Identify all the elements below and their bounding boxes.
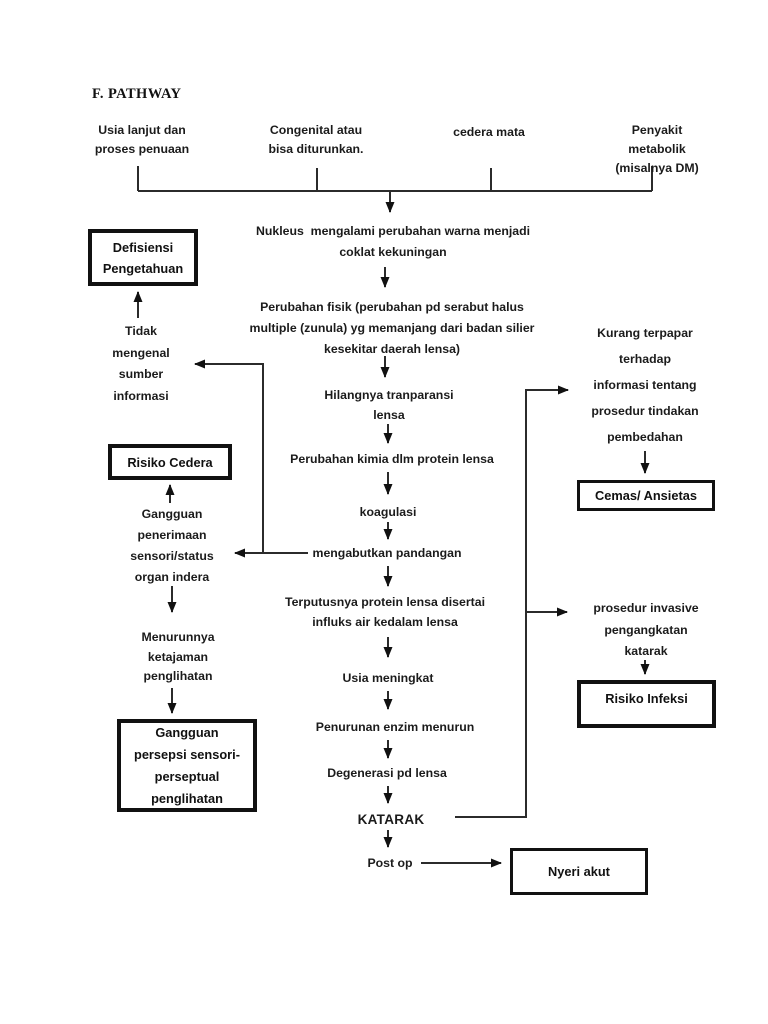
process-katarak: KATARAK: [357, 812, 425, 827]
causes-bracket-connector: [137, 166, 653, 213]
left-gangguan-penerimaan: Gangguan penerimaan sensori/status organ…: [130, 507, 214, 584]
cause-penyakit-metabolik: Penyakit metabolik (misalnya DM): [615, 123, 699, 175]
process-nukleus: Nukleus mengalami perubahan warna menjad…: [255, 224, 531, 259]
process-penurunan-enzim: Penurunan enzim menurun: [315, 720, 475, 734]
process-perubahan-fisik: Perubahan fisik (perubahan pd serabut ha…: [249, 300, 535, 356]
box-risiko-infeksi: Risiko Infeksi: [577, 680, 716, 728]
right-prosedur-invasive: prosedur invasive pengangkatan katarak: [593, 601, 699, 658]
box-cemas-ansietas-label: Cemas/ Ansietas: [595, 488, 697, 503]
cause-congenital: Congenital atau bisa diturunkan.: [268, 123, 364, 156]
box-defisiensi-pengetahuan: Defisiensi Pengetahuan: [88, 229, 198, 286]
box-cemas-ansietas: Cemas/ Ansietas: [577, 480, 715, 511]
process-usia-meningkat: Usia meningkat: [342, 671, 434, 685]
right-kurang-terpapar: Kurang terpapar terhadap informasi tenta…: [591, 326, 699, 444]
process-post-op: Post op: [367, 856, 413, 870]
process-perubahan-kimia: Perubahan kimia dlm protein lensa: [290, 452, 494, 466]
process-terputusnya-protein: Terputusnya protein lensa disertai influ…: [285, 595, 485, 629]
process-mengabutkan-pandangan: mengabutkan pandangan: [312, 546, 462, 560]
process-degenerasi: Degenerasi pd lensa: [327, 766, 447, 780]
box-gangguan-persepsi: Gangguan persepsi sensori- perseptual pe…: [117, 719, 257, 812]
box-gangguan-persepsi-label: Gangguan persepsi sensori- perseptual pe…: [134, 724, 240, 806]
process-koagulasi: koagulasi: [359, 505, 417, 519]
box-nyeri-akut-label: Nyeri akut: [548, 864, 610, 879]
cause-cedera-mata: cedera mata: [453, 125, 525, 139]
left-tidak-mengenal: Tidak mengenal sumber informasi: [112, 324, 170, 403]
page-title: F. PATHWAY: [92, 86, 182, 102]
box-risiko-cedera: Risiko Cedera: [108, 444, 232, 480]
left-menurunnya-ketajaman: Menurunnya ketajaman penglihatan: [141, 630, 215, 683]
box-defisiensi-pengetahuan-label: Defisiensi Pengetahuan: [102, 239, 184, 276]
box-risiko-infeksi-label: Risiko Infeksi: [605, 691, 688, 706]
cause-usia-lanjut: Usia lanjut dan proses penuaan: [94, 123, 190, 156]
process-hilangnya-transparansi: Hilangnya tranparansi lensa: [324, 388, 454, 422]
box-nyeri-akut: Nyeri akut: [510, 848, 648, 895]
box-risiko-cedera-label: Risiko Cedera: [127, 454, 213, 470]
